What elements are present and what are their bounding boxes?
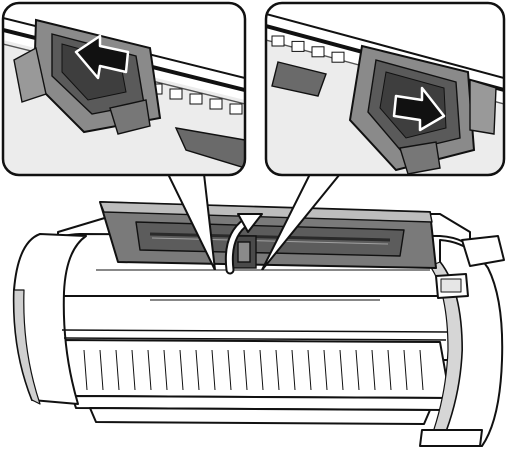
tray-slat [195, 349, 200, 391]
tray-slat [259, 349, 264, 391]
curved-arrow-up-icon [224, 213, 263, 275]
right-foot [419, 429, 483, 447]
roller-segment [189, 93, 203, 105]
tray-slat [99, 349, 104, 391]
tray-slat [419, 349, 424, 391]
tray-slat [163, 349, 168, 391]
tray-slat [211, 349, 216, 391]
tray-slat [323, 349, 328, 391]
tray-slat [403, 349, 408, 391]
tray-slat [115, 349, 120, 391]
tray-slat [291, 349, 296, 391]
roller-segment [311, 46, 325, 58]
tray-slat [371, 349, 376, 391]
roller-segment [271, 35, 285, 47]
roller-segment [291, 40, 305, 52]
cover-top-edge [99, 201, 433, 223]
control-panel-screen [440, 278, 462, 293]
tray-slat [227, 349, 232, 391]
tray-slat [307, 349, 312, 391]
left-end-cap [12, 233, 87, 405]
cover-rail [149, 232, 391, 242]
tray-slat [243, 349, 248, 391]
top-cover-open [99, 201, 437, 269]
callout-pointers [166, 173, 343, 271]
cover-rail-highlight [151, 237, 389, 245]
tray-slat [83, 349, 88, 391]
left-end-cap-front [13, 289, 41, 405]
roller-segment [229, 103, 243, 115]
tray-slat [131, 349, 136, 391]
base [89, 407, 431, 425]
roller-segment [209, 98, 223, 110]
tray-slat [387, 349, 392, 391]
tray-slat [147, 349, 152, 391]
tray-slat [355, 349, 360, 391]
tray-slat [275, 349, 280, 391]
tray-slat [339, 349, 344, 391]
control-box [461, 235, 505, 267]
printer-body [12, 213, 505, 447]
left-inset [1, 1, 247, 177]
arrow-right-icon [392, 86, 446, 132]
roller-segment [331, 51, 345, 63]
roller-segment [169, 88, 183, 100]
arrow-left-icon [74, 34, 130, 80]
tray-slat [179, 349, 184, 391]
right-inset [264, 1, 506, 177]
tray-slats [83, 349, 424, 391]
